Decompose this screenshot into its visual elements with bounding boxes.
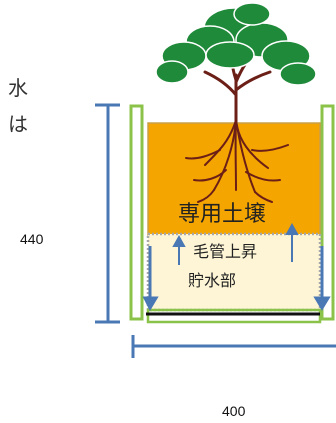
reservoir-label: 貯水部 [188,271,237,290]
pot-left-wall [129,104,144,321]
capillary-label: 毛管上昇 [193,242,258,261]
height-dimension [95,103,120,324]
left-text-line-2: は [8,112,28,136]
drain-arrow-right [313,246,331,311]
tree-roots [185,119,289,203]
soil-layer [147,122,321,236]
capillary-arrow-left [172,234,186,265]
height-dimension-label: 440 [20,231,44,247]
left-text-line-1: 水 [8,76,28,100]
width-dimension-label: 400 [222,403,246,419]
pot-base-outline [146,308,322,324]
width-dimension [131,335,336,358]
capillary-arrow-right [285,222,299,262]
drain-arrow-left [142,246,159,312]
tree-foliage [155,2,317,86]
pot-right-wall [320,104,335,321]
soil-label: 専用土壌 [178,202,267,227]
